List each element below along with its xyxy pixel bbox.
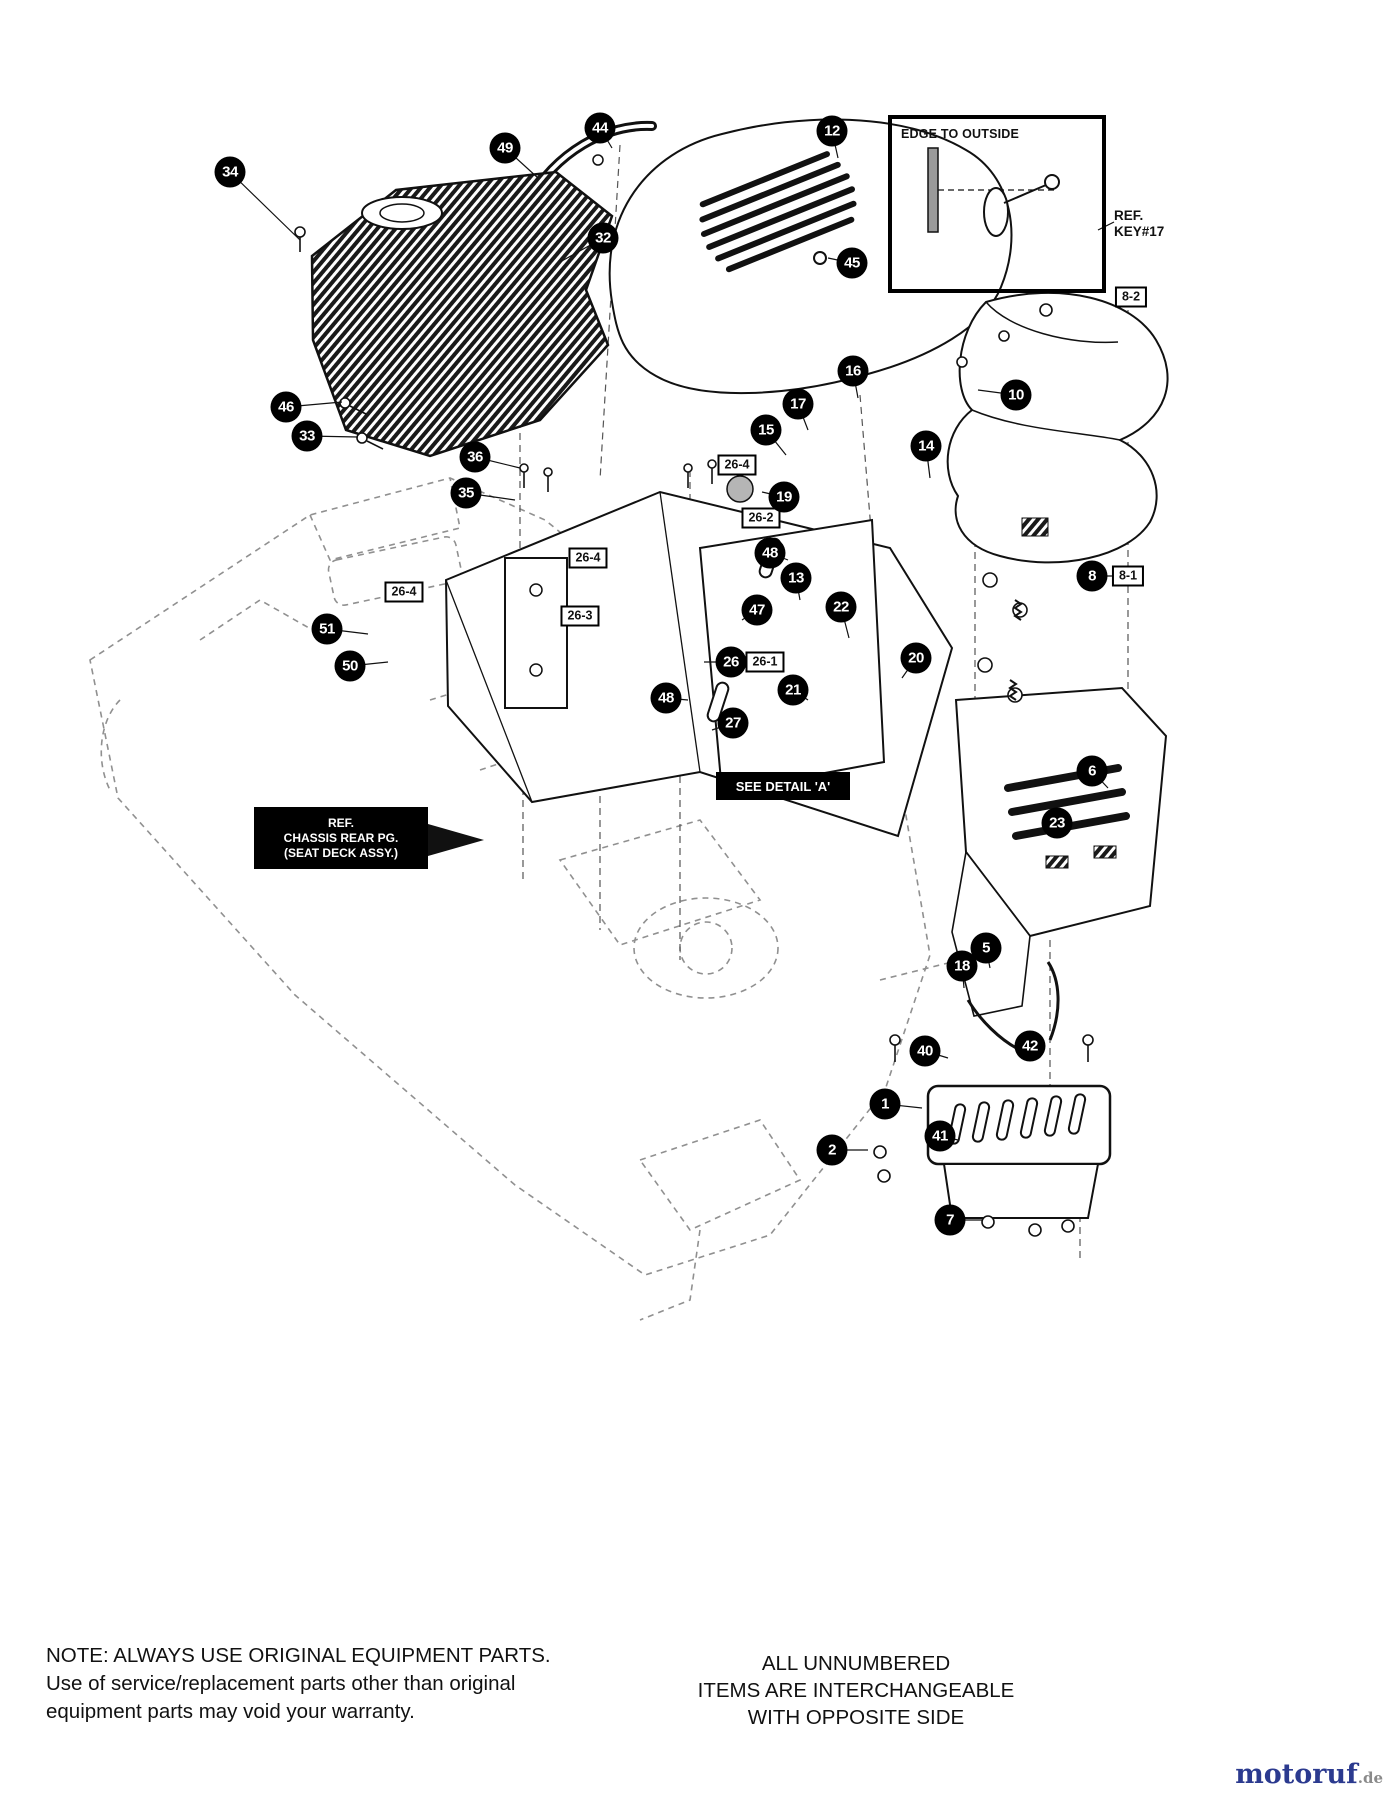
detail-inset-box: EDGE TO OUTSIDE bbox=[888, 115, 1106, 293]
interchangeable-note-line-2: ITEMS ARE INTERCHANGEABLE bbox=[697, 1679, 1015, 1702]
chassis-ref-line-3: (SEAT DECK ASSY.) bbox=[283, 845, 398, 860]
chassis-ref-line-1: REF. bbox=[327, 815, 354, 830]
inset-title: EDGE TO OUTSIDE bbox=[901, 127, 1020, 141]
brand-tld: .de bbox=[1357, 1769, 1383, 1787]
ref-key-label: REF. KEY#17 bbox=[1114, 208, 1164, 240]
chassis-ref-line-2: CHASSIS REAR PG. bbox=[283, 830, 399, 845]
see-detail-box: SEE DETAIL 'A' bbox=[716, 772, 850, 800]
interchangeable-note-line-1: ALL UNNUMBERED bbox=[761, 1652, 951, 1675]
warranty-note-line-2: Use of service/replacement parts other t… bbox=[46, 1672, 516, 1695]
brand-name: motoruf bbox=[1235, 1759, 1358, 1790]
ref-key-line-1: REF. bbox=[1114, 208, 1144, 223]
ref-key-line-2: KEY#17 bbox=[1114, 224, 1165, 239]
warranty-note: NOTE: ALWAYS USE ORIGINAL EQUIPMENT PART… bbox=[46, 1642, 551, 1726]
interchangeable-note-line-3: WITH OPPOSITE SIDE bbox=[747, 1706, 965, 1729]
interchangeable-note: ALL UNNUMBERED ITEMS ARE INTERCHANGEABLE… bbox=[636, 1650, 1076, 1731]
warranty-note-line-3: equipment parts may void your warranty. bbox=[46, 1700, 415, 1723]
motoruf-watermark: motoruf.de bbox=[1235, 1759, 1383, 1790]
see-detail-label: SEE DETAIL 'A' bbox=[735, 778, 831, 794]
warranty-note-line-1: NOTE: ALWAYS USE ORIGINAL EQUIPMENT PART… bbox=[46, 1644, 551, 1667]
chassis-ref-box: REF. CHASSIS REAR PG. (SEAT DECK ASSY.) bbox=[254, 807, 428, 869]
